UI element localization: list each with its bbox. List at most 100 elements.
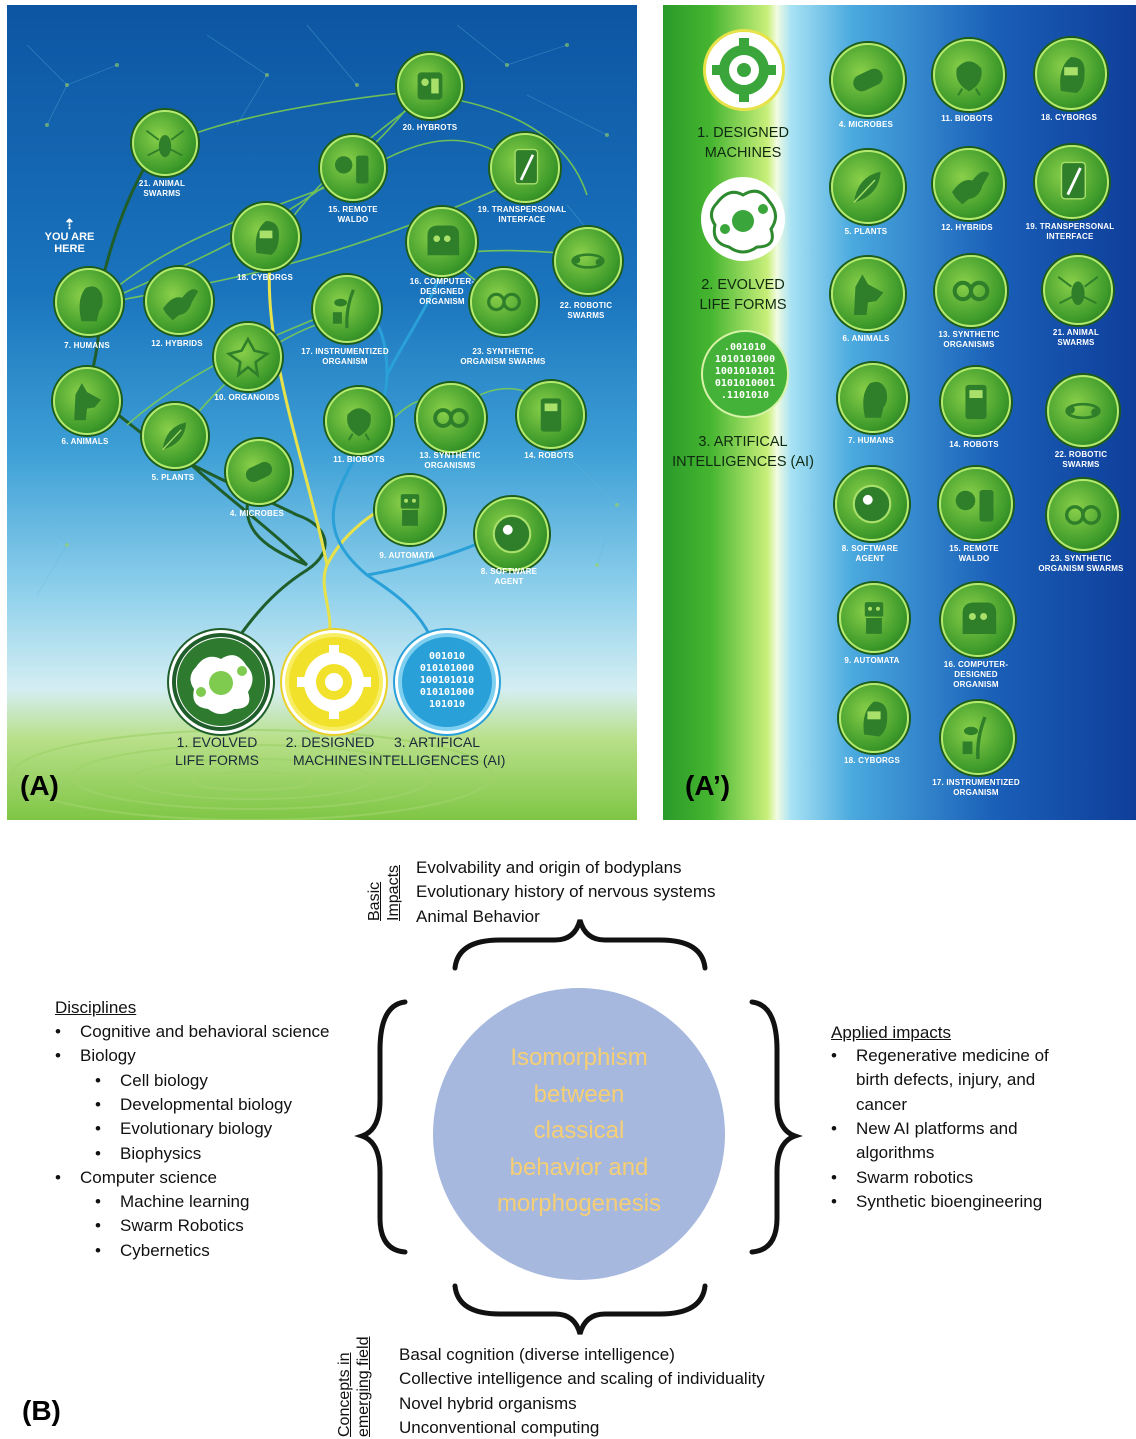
organoids-glyph [225,336,271,378]
synthetic-swarms-glyph [487,292,521,312]
discipline-text: Cybernetics [120,1240,210,1260]
basic-impact-item: Evolvability and origin of bodyplans [416,858,682,877]
tree-node-synthetic-organisms-icon [416,383,486,453]
tree-node-remote-waldo-icon [320,135,386,201]
bullet-icon: • [95,1240,101,1260]
tree-node-animals-icon [53,367,121,435]
grid-node-cyborgs-top-label: 18. CYBORGS [1041,113,1097,122]
bullet-icon: • [831,1191,837,1211]
tree-node-animals-label: 6. ANIMALS [61,437,109,446]
microbes-glyph [853,68,883,92]
grid-node-robotic-swarms-label: 22. ROBOTIC SWARMS [1054,450,1108,469]
discipline-item: • Biology [55,1046,136,1066]
grid-node-cyborgs-bottom-label: 18. CYBORGS [844,756,900,765]
robots-glyph [540,398,562,432]
applied-impact-line: •New AI platforms and [831,1119,1018,1139]
you-are-here-marker: ⇡ YOU ARE HERE [32,217,107,255]
tree-node-humans-label: 7. HUMANS [64,341,110,350]
bullet-icon: • [55,1046,61,1066]
tree-node-microbes-label: 4. MICROBES [229,509,285,518]
grid-node-instrumentized-icon [941,701,1015,775]
applied-impacts-heading: Applied impacts [831,1023,952,1042]
basic-impacts-heading: Basic Impacts [366,864,402,921]
applied-impact-line: birth defects, injury, and [856,1070,1035,1090]
tree-node-transpersonal-label: 19. TRANSPERSONAL INTERFACE [477,205,567,224]
side-designed-icon [703,29,785,111]
discipline-text: Evolutionary biology [120,1119,273,1139]
discipline-text: Cognitive and behavioral science [80,1022,330,1041]
tree-node-robots-icon [517,381,585,449]
discipline-text: Cell biology [120,1070,208,1090]
grid-node-software-agent-label: 8. SOFTWARE AGENT [841,544,899,563]
grid-node-robots-label: 14. ROBOTS [949,440,999,449]
tree-node-computer-designed-icon [407,207,477,277]
applied-impact-text: cancer [856,1094,908,1114]
grid-node-remote-waldo-icon [939,467,1013,541]
tree-node-animal-swarms-icon [132,110,198,176]
software-agent-glyph [852,484,892,524]
tree-node-hybrots-label: 20. HYBROTS [402,123,458,132]
grid-node-animal-swarms-label: 21. ANIMAL SWARMS [1052,328,1100,347]
cyborgs-top-glyph [1060,57,1085,94]
tree-node-humans-icon [55,268,123,336]
grid-node-transpersonal-label: 19. TRANSPERSONAL INTERFACE [1025,222,1115,241]
tree-node-software-agent-label: 8. SOFTWARE AGENT [480,567,538,586]
transpersonal-glyph [514,148,539,185]
grid-node-hybrids-label: 12. HYBRIDS [941,223,993,232]
right-brace [749,999,803,1255]
grid-node-animals-label: 6. ANIMALS [842,334,890,343]
panel-b-label: (B) [22,1395,61,1426]
tree-node-computer-designed-label: 16. COMPUTER- DESIGNED ORGANISM [409,277,475,306]
animal-swarms-glyph [145,129,185,158]
root-ai-icon: 001010 010101000 100101010 010101000 101… [398,633,496,731]
discipline-text: Biophysics [120,1143,202,1163]
top-brace [452,919,708,971]
grid-node-instrumentized-label: 17. INSTRUMENTIZED ORGANISM [932,778,1020,797]
grid-node-cyborgs-bottom-icon [839,683,909,753]
plants-glyph [162,422,187,451]
software-agent-glyph [492,514,532,554]
discipline-item: •Developmental biology [95,1095,292,1115]
side-designed-label: 1. DESIGNED MACHINES [697,125,789,161]
root-designed-label: 2. DESIGNED MACHINES [285,734,375,768]
disciplines-heading: Disciplines [55,998,137,1017]
tree-node-automata-icon [375,475,445,545]
biobots-glyph [956,61,982,96]
grid-node-biobots-label: 11. BIOBOTS [941,114,993,123]
grid-node-computer-designed-label: 16. COMPUTER- DESIGNED ORGANISM [943,660,1009,689]
discipline-item: • Cybernetics [95,1240,210,1261]
center-text: Isomorphism between classical behavior a… [496,1044,662,1217]
robotic-swarms-glyph [571,253,605,269]
root-designed-icon [285,633,383,731]
automata-glyph [864,602,884,634]
grid-node-automata-label: 9. AUTOMATA [844,656,900,665]
tree-node-organoids-icon [214,323,282,391]
humans-glyph [863,381,888,418]
hybrids-glyph [952,171,990,205]
grid-node-animals-icon [831,257,905,331]
applied-impact-line: algorithms [856,1143,934,1163]
side-ai-icon: .001010 1010101000 1001010101 0101010001… [701,330,789,418]
discipline-text: Machine learning [120,1192,250,1212]
concept-item: Unconventional computing [399,1417,600,1437]
braces [354,919,803,1335]
tree-node-robots-label: 14. ROBOTS [524,451,574,460]
grid-node-synthetic-organisms-label: 13. SYNTHETIC ORGANISMS [938,330,1000,349]
discipline-item: •Biophysics [95,1143,202,1164]
discipline-text: Biology [80,1046,136,1066]
grid-node-cyborgs-top-icon [1035,38,1107,110]
bullet-icon: • [95,1192,101,1212]
animal-swarms-glyph [1057,276,1099,306]
bottom-brace [452,1283,708,1335]
bullet-icon: • [95,1094,101,1114]
discipline-item: •Evolutionary biology [95,1119,273,1139]
concepts-heading: Concepts in emerging field [336,1336,372,1438]
grid-node-robotic-swarms-icon [1047,375,1119,447]
binary-text: .001010 1010101000 1001010101 0101010001… [714,342,776,401]
microbes-glyph [245,461,273,483]
robots-glyph [965,384,987,420]
synthetic-organisms-glyph [952,280,990,302]
grid-node-synthetic-swarms-icon [1047,479,1119,551]
tree-node-animal-swarms-label: 21. ANIMAL SWARMS [138,179,186,198]
humans-glyph [79,286,103,322]
